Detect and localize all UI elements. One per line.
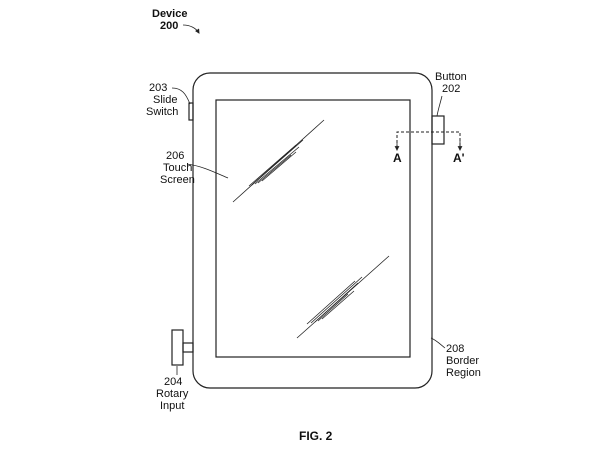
border-region-line2: Region xyxy=(446,367,481,379)
section-dashed-line xyxy=(396,131,461,148)
border-region-label: 208 Border Region xyxy=(430,337,481,379)
rotary-input-label: 204 Rotary Input xyxy=(156,366,189,412)
button-label: Button 202 xyxy=(435,71,467,117)
touch-screen-line2: Screen xyxy=(160,174,195,186)
device-title: Device xyxy=(152,8,187,20)
section-line: A A' xyxy=(393,131,465,165)
slide-switch xyxy=(188,102,194,121)
device-arrow xyxy=(182,24,200,34)
button-leader xyxy=(436,95,443,117)
touch-screen xyxy=(215,99,411,358)
touch-screen-leader xyxy=(186,163,229,179)
section-label-a-prime: A' xyxy=(453,151,465,165)
rotary-input xyxy=(171,329,194,366)
device-body xyxy=(192,72,433,389)
slide-switch-line2: Switch xyxy=(146,106,178,118)
rotary-input-shaft xyxy=(182,342,194,353)
slide-switch-leader xyxy=(171,87,191,105)
touch-screen-label: 206 Touch Screen xyxy=(160,150,229,186)
rotary-input-line1: Rotary xyxy=(156,388,189,400)
device-label: Device 200 xyxy=(152,8,200,34)
touch-screen-line1: Touch xyxy=(163,162,192,174)
rotary-input-knob xyxy=(171,329,184,366)
border-region-number: 208 xyxy=(446,343,464,355)
slide-switch-number: 203 xyxy=(149,82,167,94)
rotary-input-line2: Input xyxy=(160,400,184,412)
slide-switch-line1: Slide xyxy=(153,94,177,106)
border-region-line1: Border xyxy=(446,355,479,367)
button-line1: Button xyxy=(435,71,467,83)
glare-marks-lower xyxy=(296,255,390,339)
border-region-leader xyxy=(430,337,446,349)
touch-screen-number: 206 xyxy=(166,150,184,162)
figure-caption: FIG. 2 xyxy=(299,429,333,443)
section-label-a: A xyxy=(393,151,402,165)
slide-switch-label: 203 Slide Switch xyxy=(146,82,191,118)
rotary-input-number: 204 xyxy=(164,376,182,388)
glare-marks-upper xyxy=(232,119,325,203)
button-number: 202 xyxy=(442,83,460,95)
button xyxy=(431,115,445,145)
device-number: 200 xyxy=(160,20,178,32)
